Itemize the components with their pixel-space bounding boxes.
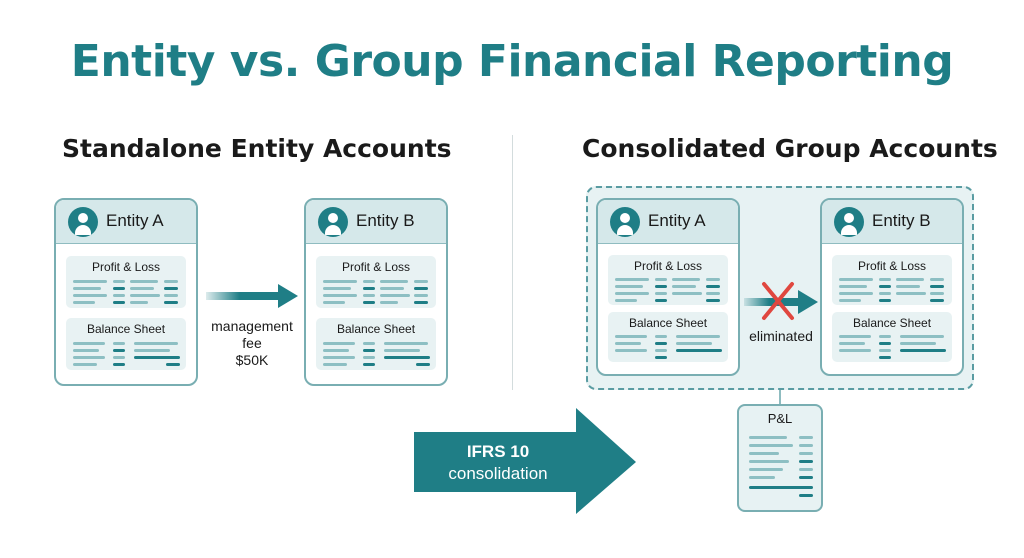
page-title: Entity vs. Group Financial Reporting bbox=[70, 36, 954, 87]
profit-loss-panel: Profit & Loss bbox=[832, 255, 952, 305]
standalone-entity-b-card: Entity B Profit & Loss Balance Sheet bbox=[304, 198, 448, 386]
balance-sheet-label: Balance Sheet bbox=[86, 322, 166, 336]
consolidation-arrow-icon bbox=[414, 408, 636, 514]
user-avatar-icon bbox=[610, 207, 640, 237]
profit-loss-panel: Profit & Loss bbox=[316, 256, 436, 308]
section-divider bbox=[512, 135, 513, 390]
consolidated-section-title: Consolidated Group Accounts bbox=[582, 134, 998, 163]
balance-sheet-panel: Balance Sheet bbox=[66, 318, 186, 370]
balance-sheet-panel: Balance Sheet bbox=[832, 312, 952, 362]
entity-header: Entity B bbox=[822, 200, 962, 244]
entity-header: Entity B bbox=[306, 200, 446, 244]
profit-loss-label: Profit & Loss bbox=[91, 260, 161, 274]
group-entity-a-card: Entity A Profit & Loss Balance Sheet bbox=[596, 198, 740, 376]
profit-loss-panel: Profit & Loss bbox=[608, 255, 728, 305]
balance-sheet-label: Balance Sheet bbox=[852, 316, 932, 330]
arrow-right-icon bbox=[206, 284, 298, 308]
entity-name: Entity B bbox=[356, 211, 415, 230]
group-entity-b-card: Entity B Profit & Loss Balance Sheet bbox=[820, 198, 964, 376]
group-output-connector bbox=[779, 390, 781, 404]
entity-header: Entity A bbox=[56, 200, 196, 244]
entity-name: Entity A bbox=[648, 211, 706, 230]
management-fee-label: management fee $50K bbox=[211, 318, 293, 368]
cross-icon bbox=[762, 282, 794, 320]
balance-sheet-panel: Balance Sheet bbox=[316, 318, 436, 370]
standalone-section-title: Standalone Entity Accounts bbox=[62, 134, 452, 163]
eliminated-label: eliminated bbox=[749, 328, 813, 344]
eliminated-transfer-arrow bbox=[744, 282, 818, 320]
entity-name: Entity B bbox=[872, 211, 931, 230]
user-avatar-icon bbox=[68, 207, 98, 237]
user-avatar-icon bbox=[834, 207, 864, 237]
user-avatar-icon bbox=[318, 207, 348, 237]
profit-loss-label: Profit & Loss bbox=[341, 260, 411, 274]
group-pl-card bbox=[737, 404, 823, 512]
balance-sheet-label: Balance Sheet bbox=[628, 316, 708, 330]
ifrs-consolidation-label: IFRS 10 consolidation bbox=[448, 442, 548, 483]
balance-sheet-label: Balance Sheet bbox=[336, 322, 416, 336]
standalone-entity-a-card: Entity A Profit & Loss Balance Sheet bbox=[54, 198, 198, 386]
balance-sheet-panel: Balance Sheet bbox=[608, 312, 728, 362]
entity-header: Entity A bbox=[598, 200, 738, 244]
group-pl-label: P&L bbox=[767, 411, 793, 426]
profit-loss-panel: Profit & Loss bbox=[66, 256, 186, 308]
entity-name: Entity A bbox=[106, 211, 164, 230]
profit-loss-label: Profit & Loss bbox=[633, 259, 703, 273]
profit-loss-label: Profit & Loss bbox=[857, 259, 927, 273]
